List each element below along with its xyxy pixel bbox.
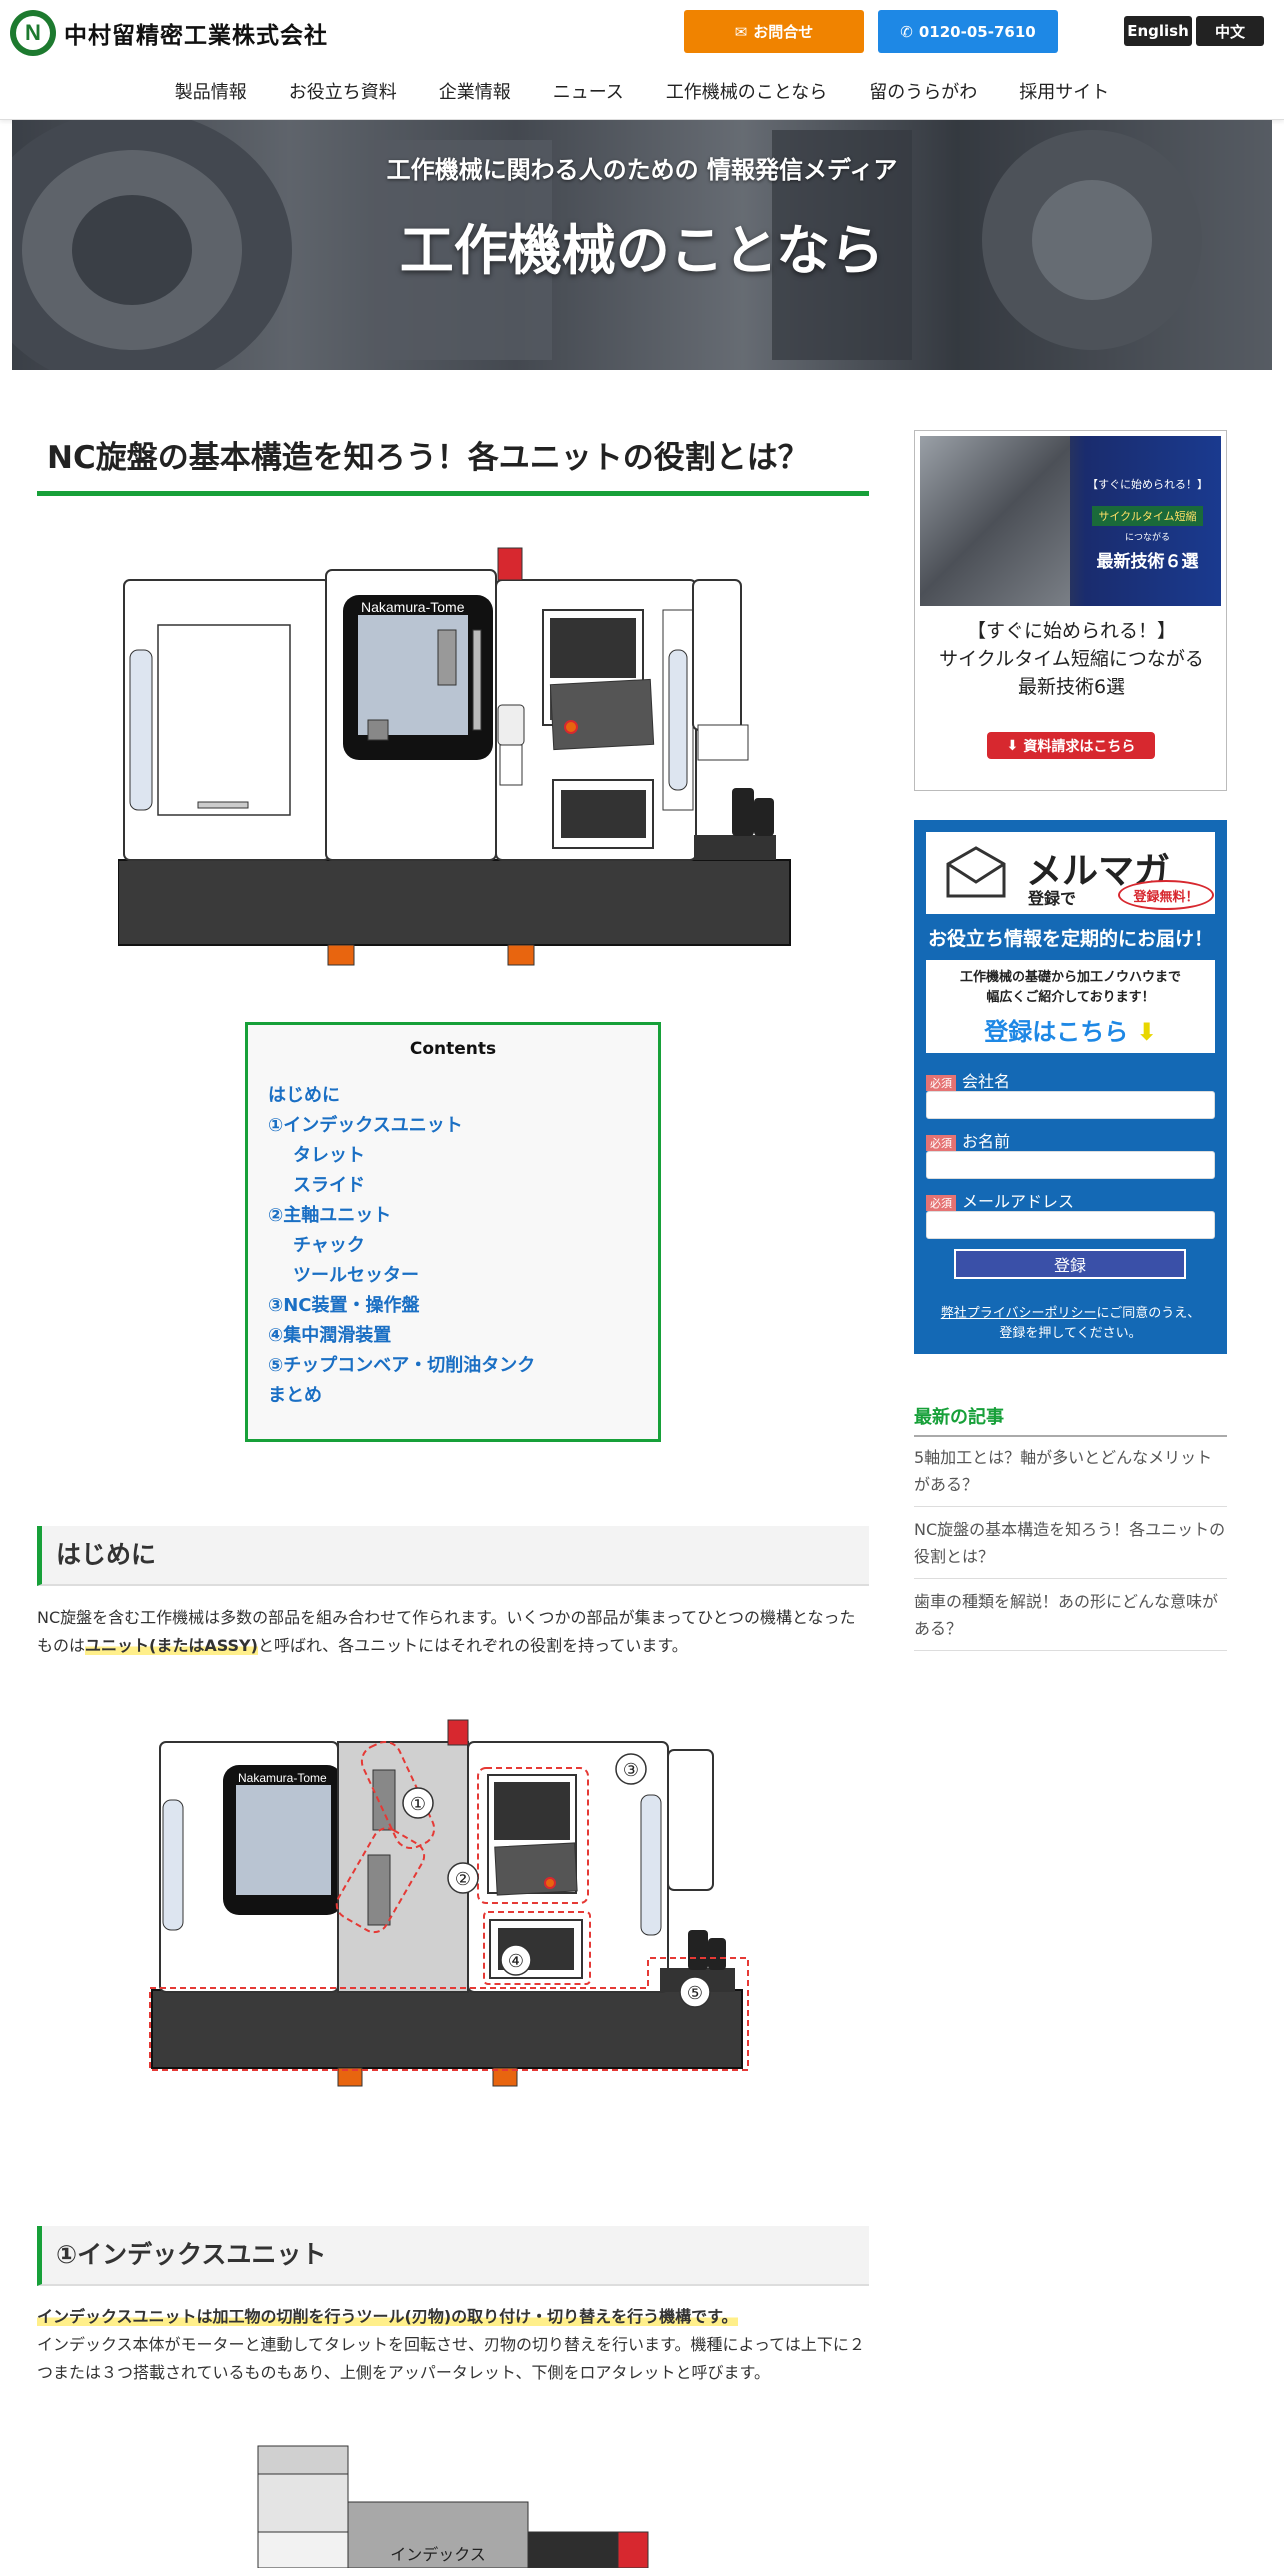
- sidebar-ad-banner[interactable]: 【すぐに始められる！】 サイクルタイム短縮 につながる 最新技術６選 【すぐに始…: [914, 430, 1227, 791]
- name-input[interactable]: [926, 1151, 1215, 1179]
- main-nav: 製品情報 お役立ち資料 企業情報 ニュース 工作機械のことなら 留のうらがわ 採…: [0, 78, 1284, 104]
- email-field-label: 必須メールアドレス: [926, 1188, 1074, 1212]
- recent-article-link[interactable]: NC旋盤の基本構造を知ろう！各ユニットの役割とは？: [914, 1516, 1227, 1579]
- ad-description: 【すぐに始められる！】 サイクルタイム短縮につながる 最新技術6選: [939, 620, 1204, 698]
- diagram-label-2: ②: [455, 1869, 471, 1890]
- mail-icon: ✉: [734, 22, 748, 41]
- newsletter-banner: メルマガ 登録で 登録無料！: [926, 832, 1215, 914]
- site-header: 中村留精密工業株式会社 ✉ お問合せ ✆ 0120-05-7610 Englis…: [0, 0, 1284, 120]
- diagram-label-4: ④: [508, 1951, 524, 1972]
- newsletter-signup: メルマガ 登録で 登録無料！ お役立ち情報を定期的にお届け！ 工作機械の基礎から…: [914, 820, 1227, 1354]
- toc-item[interactable]: チャック: [293, 1235, 365, 1256]
- nav-item-behind[interactable]: 留のうらがわ: [869, 82, 978, 103]
- site-logo[interactable]: 中村留精密工業株式会社: [10, 10, 328, 56]
- request-document-button[interactable]: ⬇ 資料請求はこちら: [987, 732, 1155, 759]
- hero-subtitle: 工作機械に関わる人のための 情報発信メディア: [386, 156, 898, 184]
- index-unit-illustration: インデックス: [257, 2445, 649, 2568]
- diagram-label-3: ③: [623, 1760, 639, 1781]
- company-input[interactable]: [926, 1091, 1215, 1119]
- section-heading-intro: はじめに: [37, 1526, 869, 1586]
- privacy-note: 弊社プライバシーポリシーにご同意のうえ、 登録を押してください。: [940, 1306, 1201, 1341]
- recent-article-link[interactable]: 5軸加工とは？軸が多いとどんなメリットがある？: [914, 1444, 1227, 1507]
- register-button[interactable]: 登録: [954, 1249, 1186, 1279]
- diagram-label-5: ⑤: [687, 1983, 703, 2004]
- index-unit-highlight: インデックスユニットは加工物の切削を行うツール(刃物)の取り付け・切り替えを行う…: [37, 2307, 738, 2326]
- nav-item-resources[interactable]: お役立ち資料: [288, 82, 397, 103]
- email-input[interactable]: [926, 1211, 1215, 1239]
- logo-icon: [10, 10, 56, 56]
- envelope-icon: [946, 846, 1006, 898]
- toc-item[interactable]: ⑤チップコンベア・切削油タンク: [268, 1355, 536, 1376]
- phone-icon: ✆: [900, 22, 913, 41]
- lang-chinese-button[interactable]: 中文: [1196, 16, 1264, 46]
- index-unit-paragraph: インデックスユニットは加工物の切削を行うツール(刃物)の取り付け・切り替えを行う…: [37, 2307, 865, 2382]
- contact-button[interactable]: ✉ お問合せ: [684, 10, 864, 53]
- arrow-down-icon: ⬇: [1136, 1018, 1157, 1046]
- intro-paragraph: NC旋盤を含む工作機械は多数の部品を組み合わせて作られます。いくつかの部品が集ま…: [37, 1608, 856, 1655]
- hero-title: 工作機械のことなら: [399, 219, 885, 282]
- toc-item[interactable]: ツールセッター: [293, 1265, 419, 1286]
- nc-lathe-illustration: Nakamura-Tome: [118, 547, 791, 966]
- toc-item[interactable]: ②主軸ユニット: [268, 1205, 392, 1226]
- privacy-policy-link[interactable]: 弊社プライバシーポリシー: [940, 1306, 1097, 1321]
- diagram-label-1: ①: [410, 1794, 426, 1815]
- toc-item[interactable]: ③NC装置・操作盤: [268, 1295, 420, 1316]
- diagram-brand-label: Nakamura-Tome: [238, 1771, 327, 1785]
- table-of-contents: Contents はじめに ①インデックスユニット タレット スライド ②主軸ユ…: [245, 1022, 661, 1442]
- phone-button[interactable]: ✆ 0120-05-7610: [878, 10, 1058, 53]
- newsletter-cta-box: 工作機械の基礎から加工ノウハウまで幅広くご紹介しております！ 登録はこちら ⬇: [926, 960, 1215, 1053]
- intro-highlight: ユニット(またはASSY): [85, 1636, 258, 1655]
- recent-articles-heading: 最新の記事: [914, 1403, 1227, 1437]
- ad-machine-photo: [920, 436, 1070, 606]
- toc-item[interactable]: スライド: [293, 1175, 365, 1196]
- name-field-label: 必須お名前: [926, 1128, 1010, 1152]
- hero-banner: 工作機械に関わる人のための 情報発信メディア 工作機械のことなら: [12, 120, 1272, 370]
- nav-item-recruit[interactable]: 採用サイト: [1019, 82, 1110, 103]
- nav-item-media[interactable]: 工作機械のことなら: [665, 82, 828, 103]
- toc-item[interactable]: ①インデックスユニット: [268, 1115, 463, 1136]
- hero-overlay: [12, 120, 1272, 370]
- free-badge: 登録無料！: [1118, 880, 1214, 910]
- newsletter-tagline: お役立ち情報を定期的にお届け！: [927, 928, 1213, 950]
- machine-brand-label: Nakamura-Tome: [361, 599, 465, 615]
- company-name: 中村留精密工業株式会社: [64, 23, 328, 49]
- nav-item-company[interactable]: 企業情報: [438, 82, 511, 103]
- hero-background-image: [12, 120, 1202, 370]
- ad-image: 【すぐに始められる！】 サイクルタイム短縮 につながる 最新技術６選: [920, 436, 1221, 606]
- nav-item-news[interactable]: ニュース: [552, 82, 624, 103]
- toc-item[interactable]: ④集中潤滑装置: [268, 1325, 392, 1346]
- company-field-label: 必須会社名: [926, 1068, 1010, 1092]
- download-icon: ⬇: [1006, 737, 1019, 754]
- recent-article-link[interactable]: 歯車の種類を解説！あの形にどんな意味がある？: [914, 1588, 1227, 1651]
- toc-title: Contents: [409, 1039, 497, 1059]
- article-title: NC旋盤の基本構造を知ろう！各ユニットの役割とは？: [37, 428, 869, 496]
- toc-item[interactable]: まとめ: [268, 1385, 322, 1406]
- toc-item[interactable]: はじめに: [268, 1085, 340, 1106]
- section-heading-index-unit: ①インデックスユニット: [37, 2226, 869, 2286]
- toc-item[interactable]: タレット: [293, 1145, 365, 1166]
- unit-diagram-illustration: Nakamura-Tome ① ② ③ ④ ⑤: [149, 1719, 749, 2087]
- index-diagram-label: インデックス: [390, 2545, 486, 2564]
- nav-item-products[interactable]: 製品情報: [174, 82, 247, 103]
- lang-english-button[interactable]: English: [1124, 16, 1192, 46]
